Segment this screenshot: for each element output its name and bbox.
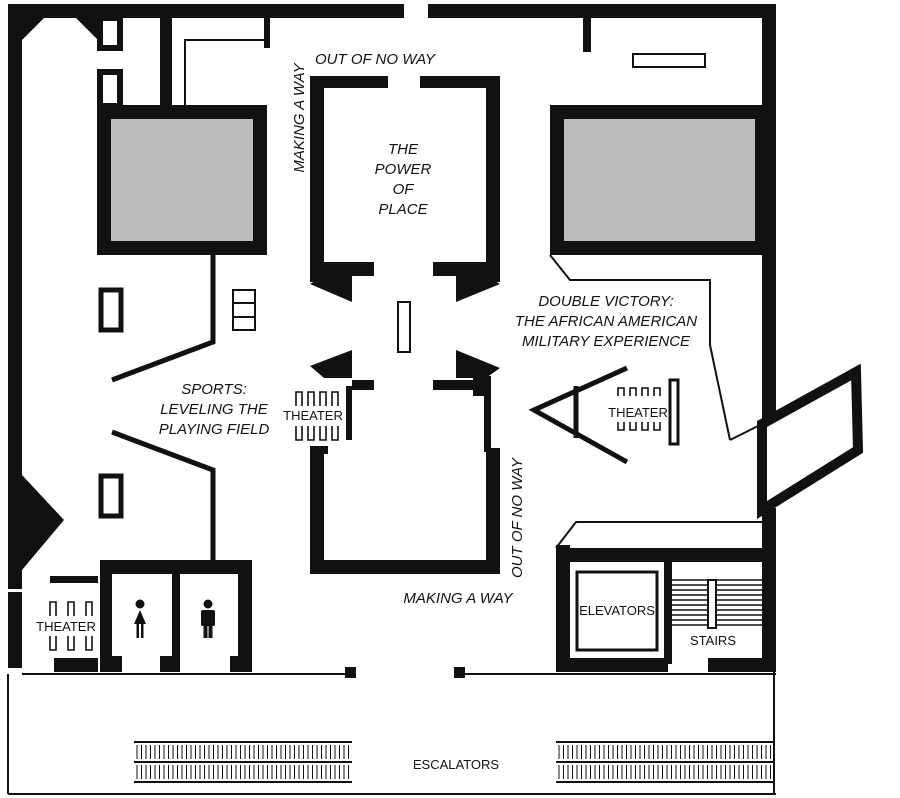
gallery-label-double-victory: DOUBLE VICTORY: THE AFRICAN AMERICAN MIL… <box>488 292 724 352</box>
escalator-right <box>556 741 774 783</box>
elevators-label: ELEVATORS <box>579 603 655 618</box>
left-case-1 <box>98 287 124 333</box>
top-right-bench <box>632 53 706 68</box>
power-of-place-line-4: PLACE <box>378 201 428 218</box>
right-wing <box>549 254 763 441</box>
man-icon <box>201 599 215 638</box>
double-victory-triangle <box>528 365 629 465</box>
top-left-case-2 <box>97 69 123 109</box>
restroom-block <box>50 560 252 672</box>
stairs-label: STAIRS <box>690 633 736 648</box>
escalators-label: ESCALATORS <box>412 757 500 772</box>
display-case-left <box>97 105 267 255</box>
stairs-divider <box>707 579 717 629</box>
gallery-label-sports: SPORTS: LEVELING THE PLAYING FIELD <box>140 380 288 440</box>
gallery-label-making-a-way-left: MAKING A WAY <box>291 63 308 173</box>
theater-center-seats <box>295 391 339 441</box>
power-of-place-line-2: POWER <box>374 161 432 178</box>
theater-right-seats <box>617 387 661 431</box>
power-of-place-room <box>310 76 500 302</box>
center-case <box>397 301 411 353</box>
thin-top-wall <box>184 39 264 106</box>
power-of-place-line-3: OF <box>392 181 414 198</box>
elevator-box <box>575 570 659 652</box>
left-bench <box>232 289 256 331</box>
gallery-label-power-of-place: THE POWER OF PLACE <box>350 140 456 220</box>
sports-walls <box>111 254 216 560</box>
lower-center-room <box>310 350 500 574</box>
gallery-label-out-of-no-way-right: OUT OF NO WAY <box>509 457 526 578</box>
sports-line-1: SPORTS: <box>181 381 247 398</box>
theater-bottom-left-label: THEATER <box>36 619 96 634</box>
left-case-2 <box>98 473 124 519</box>
theater-right-screen <box>668 378 680 446</box>
lobby-boundary <box>7 667 776 795</box>
woman-icon <box>134 599 146 638</box>
right-wing-wall <box>757 363 864 520</box>
top-wall-stubs <box>160 18 591 106</box>
double-victory-line-2: THE AFRICAN AMERICAN <box>514 313 698 330</box>
elevator-canopy <box>555 521 762 549</box>
gallery-label-out-of-no-way-top: OUT OF NO WAY <box>314 51 435 68</box>
theater-bottom-left-seats <box>49 601 93 651</box>
top-left-case-1 <box>97 15 123 51</box>
outer-walls <box>8 4 776 672</box>
display-case-right <box>550 105 769 255</box>
elevator-stair-block <box>556 545 776 672</box>
gallery-label-making-a-way-bottom: MAKING A WAY <box>403 590 513 607</box>
double-victory-line-3: MILITARY EXPERIENCE <box>521 333 691 350</box>
escalator-left <box>134 741 352 783</box>
sports-line-2: LEVELING THE <box>160 401 268 418</box>
theater-center-label: THEATER <box>283 408 343 423</box>
double-victory-line-1: DOUBLE VICTORY: <box>538 293 674 310</box>
theater-right-label: THEATER <box>608 405 668 420</box>
power-of-place-line-1: THE <box>388 141 418 158</box>
sports-line-3: PLAYING FIELD <box>158 421 270 438</box>
